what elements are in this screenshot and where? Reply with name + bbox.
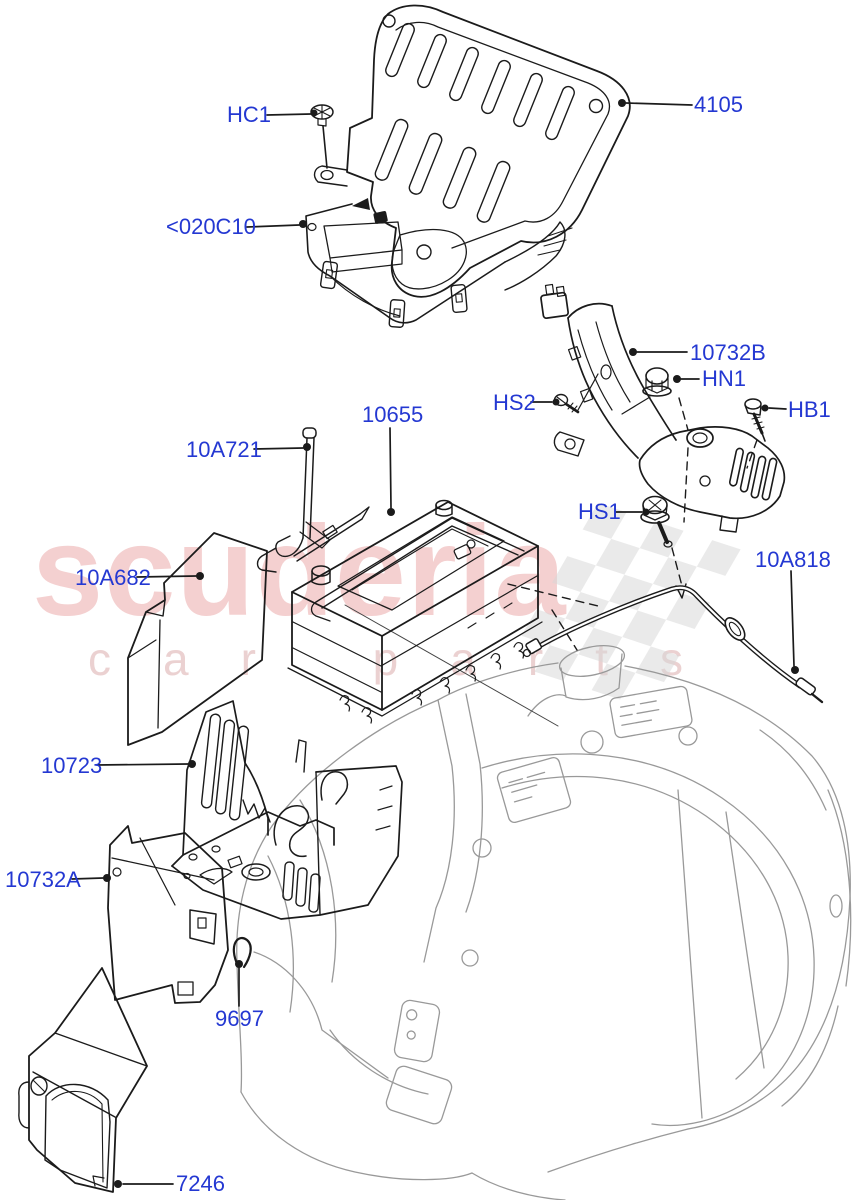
hs1-bolt-drawing <box>640 495 673 548</box>
assembly-dashed-lines <box>507 397 758 651</box>
vent-pipe-10a818-drawing <box>522 585 824 704</box>
part-label-hs2[interactable]: HS2 <box>493 390 536 415</box>
part-label-7246[interactable]: 7246 <box>176 1171 225 1196</box>
watermark-subtext: car parts <box>88 633 735 685</box>
warning-square-icon <box>373 211 388 224</box>
part-label-hn1[interactable]: HN1 <box>702 366 747 391</box>
vent-rod-10a721-drawing <box>256 427 370 573</box>
part-label-hc1[interactable]: HC1 <box>227 102 272 127</box>
clip-9697-drawing <box>232 937 252 969</box>
leader-lines <box>71 99 799 1188</box>
wheel-arch-liner-drawing <box>236 645 852 1200</box>
part-label-hb1[interactable]: HB1 <box>788 397 831 422</box>
support-bracket-10732b-drawing <box>540 283 786 533</box>
insulator-panel-10a682-drawing <box>127 532 268 746</box>
battery-tray-10723-drawing <box>171 700 403 945</box>
hb1-bolt-drawing <box>744 398 766 442</box>
battery-cover-4105-drawing <box>313 4 631 298</box>
cover-7246-drawing <box>18 967 148 1193</box>
shield-bracket-10732a-drawing <box>107 825 229 1004</box>
part-label-hs1[interactable]: HS1 <box>578 499 621 524</box>
part-label-10a682[interactable]: 10A682 <box>75 565 151 590</box>
part-label-10723[interactable]: 10723 <box>41 753 103 778</box>
part-label-10a818[interactable]: 10A818 <box>755 547 831 572</box>
part-label-10655[interactable]: 10655 <box>362 402 424 427</box>
warning-triangle-icon <box>352 198 370 210</box>
part-label-10732a[interactable]: 10732A <box>5 867 81 892</box>
part-label-4105[interactable]: 4105 <box>694 92 743 117</box>
part-label-10a721[interactable]: 10A721 <box>186 437 262 462</box>
position-reference-line <box>344 604 559 727</box>
part-label-10732b[interactable]: 10732B <box>690 340 766 365</box>
part-label-020c10[interactable]: <020C10 <box>166 214 256 239</box>
part-label-9697[interactable]: 9697 <box>215 1006 264 1031</box>
battery-10655-drawing <box>287 499 543 724</box>
hn1-nut-drawing <box>621 367 672 415</box>
battery-cover-frame-020c10-drawing <box>305 203 573 328</box>
